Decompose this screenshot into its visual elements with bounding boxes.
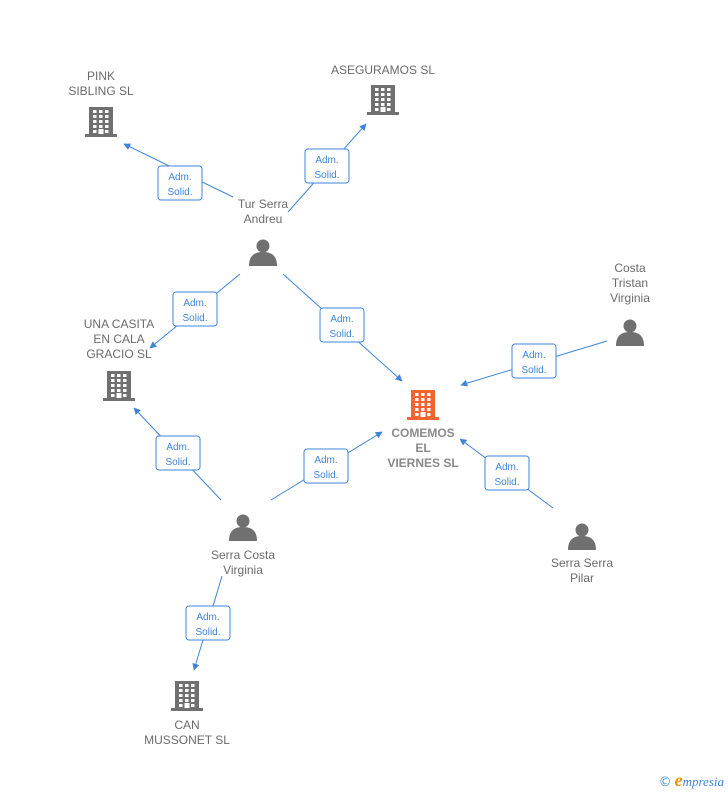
- node-label: UNA CASITA: [84, 317, 154, 331]
- node-label: Virginia: [223, 563, 263, 577]
- node-label: ASEGURAMOS SL: [331, 63, 435, 77]
- edge-label-text: Solid.: [167, 187, 192, 198]
- node-aseguramos[interactable]: ASEGURAMOS SL: [331, 63, 435, 115]
- building-icon: [407, 390, 439, 420]
- edges-layer: Adm. Solid. Adm. Solid. Adm. Solid. Adm. Solid.…: [123, 123, 608, 671]
- node-label: Serra Costa: [211, 548, 275, 562]
- node-label: GRACIO SL: [86, 347, 152, 361]
- person-icon: [616, 319, 644, 346]
- edge-serraserra-comemos: Adm. Solid.: [459, 438, 554, 509]
- edge-label-frame: [303, 448, 349, 484]
- node-label: EN CALA: [93, 332, 144, 346]
- building-icon: [367, 85, 399, 115]
- edge-label-frame: [484, 455, 530, 491]
- node-label: MUSSONET SL: [144, 733, 230, 747]
- edge-label-frame: [319, 307, 365, 343]
- edge-label-frame: [157, 165, 203, 201]
- footer-credit: ©empresia: [659, 770, 724, 791]
- edge-tur-pink: Adm. Solid.: [123, 143, 234, 201]
- edge-label-box: Adm. Solid.: [484, 455, 530, 491]
- brand-logo-text: mpresia: [682, 774, 724, 789]
- node-label: Serra Serra: [551, 556, 613, 570]
- edge-serracosta-unacasita: Adm. Solid.: [133, 407, 222, 501]
- edge-label-frame: [304, 148, 350, 184]
- edge-tur-aseguramos: Adm. Solid.: [287, 123, 367, 213]
- edge-serracosta-comemos: Adm. Solid.: [270, 431, 383, 501]
- edge-label-box: Adm. Solid.: [172, 291, 218, 327]
- edge-costa-comemos: Adm. Solid.: [460, 340, 608, 387]
- building-icon: [85, 107, 117, 137]
- brand-logo-initial: e: [674, 770, 683, 790]
- node-label: Andreu: [244, 212, 283, 226]
- edge-label-text: Adm.: [314, 455, 337, 466]
- edge-label-box: Adm. Solid.: [511, 343, 557, 379]
- node-label: EL: [415, 441, 430, 455]
- edge-tur-unacasita: Adm. Solid.: [149, 273, 241, 349]
- edge-label-text: Solid.: [182, 313, 207, 324]
- edge-label-text: Adm.: [196, 612, 219, 623]
- node-label: Virginia: [610, 291, 650, 305]
- edge-label-frame: [185, 605, 231, 641]
- edge-label-text: Solid.: [195, 627, 220, 638]
- edge-label-box: Adm. Solid.: [303, 448, 349, 484]
- node-label: VIERNES SL: [387, 456, 458, 470]
- edge-label-text: Solid.: [314, 170, 339, 181]
- node-label: Tristan: [612, 276, 648, 290]
- edge-label-frame: [172, 291, 218, 327]
- building-icon: [171, 681, 203, 711]
- person-icon: [229, 514, 257, 541]
- edge-label-text: Adm.: [495, 462, 518, 473]
- node-label: COMEMOS: [391, 426, 454, 440]
- person-icon: [568, 523, 596, 550]
- node-label: Pilar: [570, 571, 594, 585]
- edge-label-box: Adm. Solid.: [319, 307, 365, 343]
- node-label: CAN: [174, 718, 199, 732]
- edge-label-box: Adm. Solid.: [185, 605, 231, 641]
- edge-label-box: Adm. Solid.: [157, 165, 203, 201]
- edge-tur-comemos: Adm. Solid.: [282, 273, 403, 382]
- copyright-symbol: ©: [658, 775, 672, 790]
- edge-label-text: Adm.: [183, 298, 206, 309]
- edge-label-text: Solid.: [165, 457, 190, 468]
- edge-label-frame: [155, 435, 201, 471]
- edge-label-text: Solid.: [329, 329, 354, 340]
- node-label: Costa: [614, 261, 646, 275]
- node-label: Tur Serra: [238, 197, 289, 211]
- edge-label-box: Adm. Solid.: [155, 435, 201, 471]
- node-label: PINK: [87, 69, 115, 83]
- edge-label-text: Solid.: [521, 365, 546, 376]
- edge-label-text: Adm.: [168, 172, 191, 183]
- edge-label-frame: [511, 343, 557, 379]
- node-label: SIBLING SL: [68, 84, 134, 98]
- edge-label-text: Adm.: [315, 155, 338, 166]
- edge-serracosta-canmussonet: Adm. Solid.: [185, 575, 231, 671]
- edge-label-text: Adm.: [522, 350, 545, 361]
- building-icon: [103, 371, 135, 401]
- edge-label-text: Solid.: [494, 477, 519, 488]
- edge-label-box: Adm. Solid.: [304, 148, 350, 184]
- edge-label-text: Adm.: [330, 314, 353, 325]
- edge-label-text: Solid.: [313, 470, 338, 481]
- person-icon: [249, 239, 277, 266]
- edge-label-text: Adm.: [166, 442, 189, 453]
